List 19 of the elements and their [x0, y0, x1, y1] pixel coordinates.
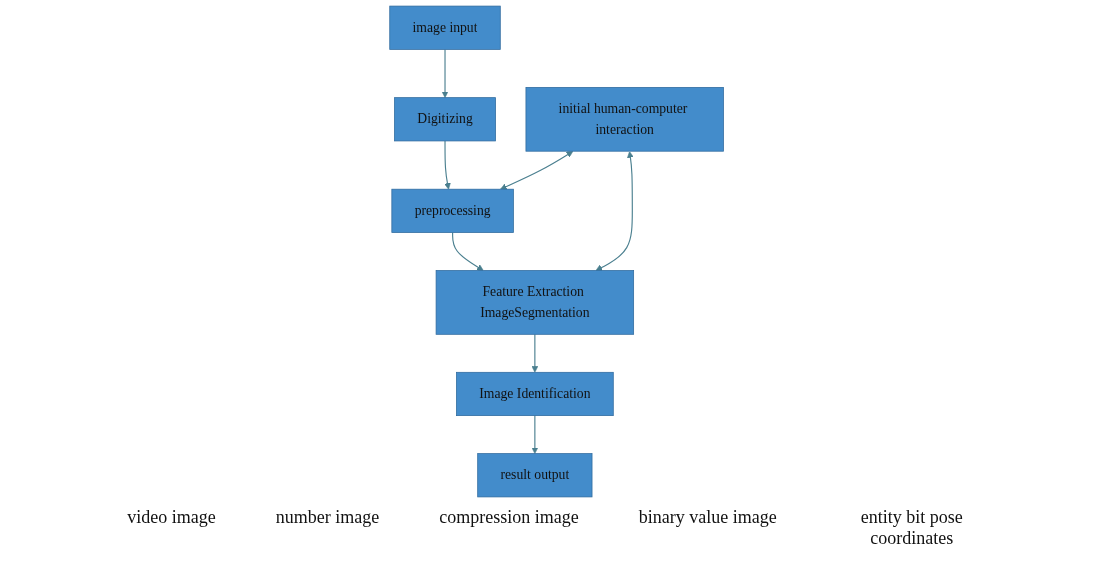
node-box: Image Identification	[456, 371, 615, 416]
arrow	[531, 333, 539, 373]
annotation-text: video image	[127, 507, 216, 529]
arrow	[531, 415, 539, 454]
annotation-text: number image	[275, 507, 380, 529]
node-box: preprocessing	[391, 188, 515, 233]
annotation-text: entity bit pose coordinates	[859, 507, 964, 549]
node-box: Feature Extraction ImageSegmentation	[436, 270, 635, 335]
node-box: image input	[389, 5, 502, 50]
arrow	[442, 48, 449, 98]
arrow	[500, 151, 574, 190]
arrow	[596, 151, 635, 271]
node-box: initial human-computer interaction	[525, 87, 725, 152]
annotation-text: binary value image	[638, 507, 777, 529]
node-box: Digitizing	[394, 97, 497, 142]
annotation-text: compression image	[439, 507, 579, 529]
arrow	[444, 140, 452, 190]
arrow	[452, 231, 484, 271]
node-box: result output	[477, 453, 593, 498]
